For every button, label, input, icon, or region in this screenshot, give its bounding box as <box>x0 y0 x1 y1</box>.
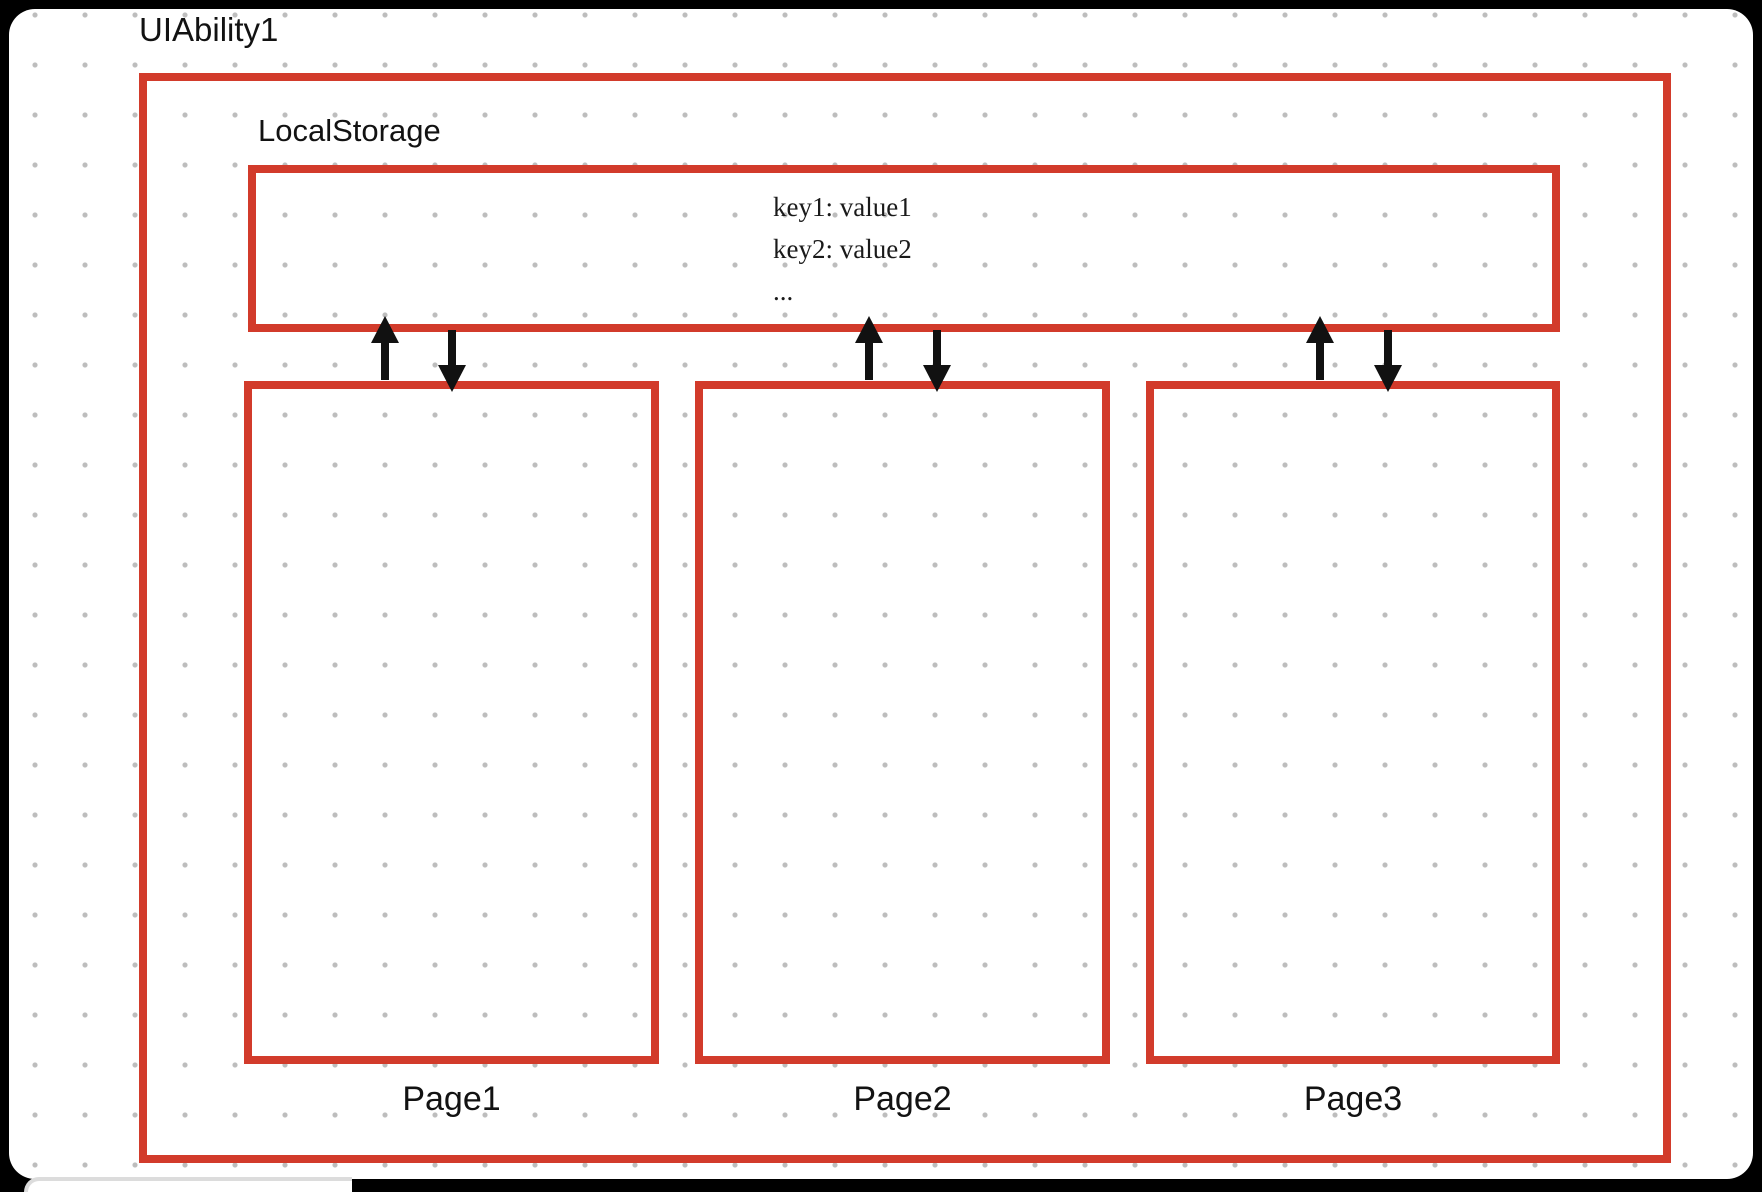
uiability-title: UIAbility1 <box>139 11 279 48</box>
page2-box <box>695 381 1110 1064</box>
localstorage-entries: key1: value1 key2: value2 ... <box>773 186 912 312</box>
page1-box <box>244 381 659 1064</box>
storage-entry: ... <box>773 276 794 306</box>
storage-entry: key2: value2 <box>773 234 912 264</box>
localstorage-box <box>248 165 1560 332</box>
dotted-grid-canvas <box>9 9 1753 1179</box>
localstorage-title: LocalStorage <box>258 113 441 148</box>
page2-up-arrow-icon <box>855 316 883 380</box>
page1-up-arrow-icon <box>371 316 399 380</box>
background-card-edge <box>24 1177 352 1192</box>
page3-up-arrow-icon <box>1306 316 1334 380</box>
page1-label: Page1 <box>402 1080 501 1118</box>
page3-label: Page3 <box>1303 1080 1403 1118</box>
page3-box <box>1146 381 1560 1064</box>
page1-down-arrow-icon <box>438 330 466 392</box>
uiability-container-box <box>139 73 1671 1163</box>
page2-label: Page2 <box>853 1080 952 1118</box>
storage-entry: key1: value1 <box>773 192 912 222</box>
page2-down-arrow-icon <box>923 330 951 392</box>
page3-down-arrow-icon <box>1374 330 1402 392</box>
